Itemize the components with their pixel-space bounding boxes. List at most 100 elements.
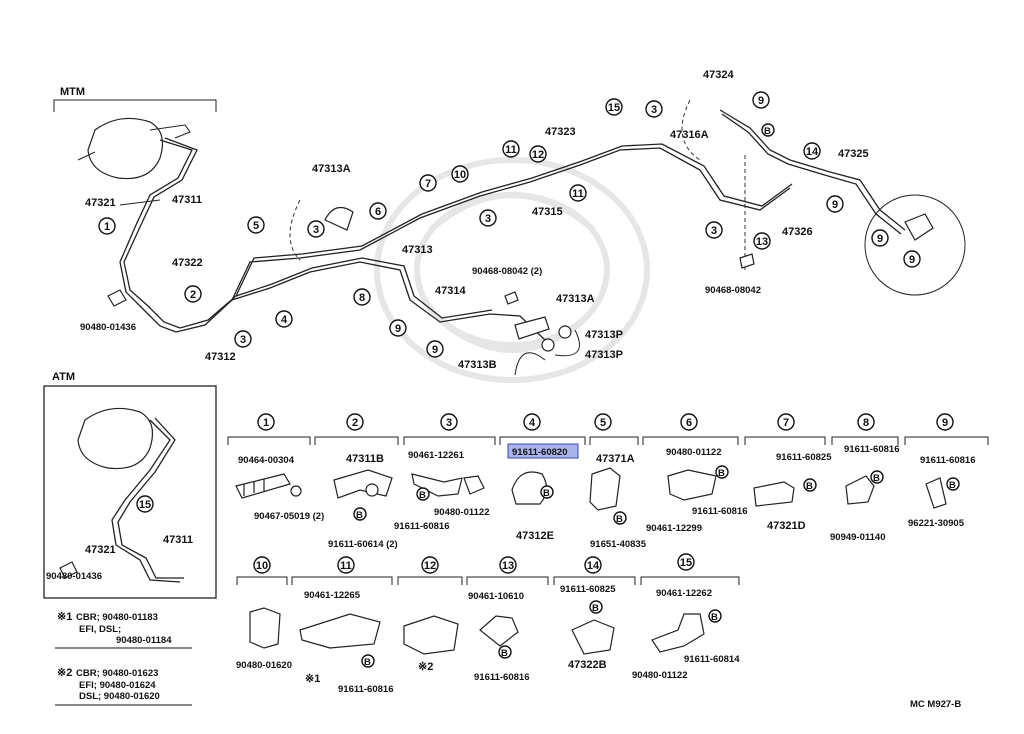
detail-row-2: 10 11 12 13 14 15 (236, 553, 740, 655)
callout-14: 14 (803, 142, 821, 160)
callout-9c: 9 (752, 91, 770, 109)
detail-callout-8: 8 (857, 413, 875, 431)
lbl-91611-60816-g6: 91611-60816 (692, 506, 747, 517)
svg-text:9: 9 (432, 344, 438, 356)
svg-text:※2: ※2 (57, 667, 72, 679)
lbl-91611-60814: 91611-60814 (684, 654, 740, 665)
detail-callout-5: 5 (594, 413, 612, 431)
svg-text:4: 4 (529, 417, 536, 429)
svg-text:CBR; 90480-01183: CBR; 90480-01183 (76, 612, 158, 623)
label-47313: 47313 (402, 244, 433, 256)
highlighted-part-number[interactable] (507, 443, 579, 459)
b-marks-row1: B B B B B B B B (353, 465, 960, 525)
atm-callout-15: 15 (136, 495, 154, 513)
svg-text:B: B (501, 648, 508, 659)
lbl-91611-60816-g11: 91611-60816 (338, 684, 393, 695)
callout-8: 8 (353, 288, 371, 306)
lbl-90461-12299: 90461-12299 (646, 523, 702, 534)
detail-callout-11: 11 (337, 556, 355, 574)
atm-section: ATM (43, 371, 217, 599)
atm-label-47311: 47311 (163, 534, 193, 546)
svg-text:3: 3 (446, 417, 452, 429)
atm-brake-booster (77, 407, 153, 470)
svg-text:8: 8 (359, 292, 365, 304)
mtm-section: MTM (53, 86, 217, 333)
callout-13: 13 (753, 232, 771, 250)
atm-label-90480-01436: 90480-01436 (46, 571, 102, 582)
svg-text:9: 9 (942, 417, 948, 429)
wheel-cylinder-rr (904, 213, 934, 241)
detail-callout-9: 9 (936, 413, 954, 431)
svg-text:B: B (949, 480, 956, 491)
lbl-91611-60816-g13: 91611-60816 (474, 672, 529, 683)
svg-text:11: 11 (572, 188, 584, 200)
notes: ※1 CBR; 90480-01183 EFI, DSL; 90480-0118… (55, 611, 192, 706)
callout-11b: 11 (569, 184, 587, 202)
svg-text:10: 10 (256, 560, 268, 572)
svg-text:12: 12 (424, 560, 436, 572)
clamp-part-1 (235, 473, 291, 499)
lbl-note2-mark: ※2 (418, 661, 433, 673)
svg-text:13: 13 (502, 560, 514, 572)
svg-text:B: B (616, 514, 623, 525)
svg-text:9: 9 (832, 199, 838, 211)
clamp-part-12 (403, 615, 459, 655)
svg-text:15: 15 (139, 499, 151, 511)
flex-hose-front (324, 206, 354, 231)
svg-text:3: 3 (651, 104, 657, 116)
svg-text:5: 5 (253, 220, 259, 232)
b-marks-row2: B B B B (361, 600, 722, 668)
lbl-90467-05019: 90467-05019 (2) (254, 511, 324, 522)
svg-text:B: B (592, 603, 599, 614)
lbl-90949-01140: 90949-01140 (830, 532, 885, 543)
clamp-part-8 (845, 475, 875, 505)
lbl-90464-00304: 90464-00304 (238, 455, 295, 466)
detail-callout-10: 10 (253, 556, 271, 574)
callout-6: 6 (369, 202, 387, 220)
svg-text:14: 14 (806, 146, 819, 158)
svg-text:B: B (806, 481, 813, 492)
svg-text:15: 15 (680, 557, 692, 569)
svg-text:15: 15 (608, 102, 620, 114)
svg-text:B: B (718, 468, 725, 479)
callout-10: 10 (451, 165, 469, 183)
atm-label-47321: 47321 (85, 544, 116, 556)
label-47316A: 47316A (670, 129, 709, 141)
callout-9f: 9 (903, 250, 921, 268)
svg-text:7: 7 (783, 417, 789, 429)
detail-row-1: 1 2 3 4 5 6 7 8 9 (227, 413, 989, 511)
callout-2: 2 (184, 285, 202, 303)
svg-text:B: B (764, 126, 771, 137)
svg-text:13: 13 (756, 236, 768, 248)
svg-text:9: 9 (909, 254, 915, 266)
clamp-part-13 (479, 615, 519, 647)
svg-text:B: B (711, 612, 718, 623)
label-90468-08042: 90468-08042 (705, 285, 761, 296)
callout-5: 5 (247, 216, 265, 234)
svg-text:6: 6 (686, 417, 692, 429)
svg-text:10: 10 (454, 169, 466, 181)
lbl-91611-60816-g8: 91611-60816 (844, 444, 899, 455)
clamp-90468-08042-2 (504, 291, 519, 305)
callout-4: 4 (275, 310, 293, 328)
callout-9d: 9 (826, 195, 844, 213)
lbl-47311B: 47311B (346, 453, 384, 465)
lbl-note1-mark: ※1 (305, 673, 320, 685)
detail-callout-1: 1 (257, 413, 275, 431)
svg-text:B: B (873, 473, 880, 484)
label-47313P-a: 47313P (585, 329, 623, 341)
lbl-47321D: 47321D (767, 520, 806, 532)
svg-text:4: 4 (281, 314, 288, 326)
svg-text:3: 3 (485, 213, 491, 225)
detail-callout-6: 6 (680, 413, 698, 431)
svg-text:2: 2 (352, 417, 358, 429)
lbl-47371A: 47371A (596, 453, 635, 465)
svg-text:5: 5 (600, 417, 606, 429)
callout-7: 7 (419, 174, 437, 192)
callout-9a: 9 (389, 319, 407, 337)
label-47311: 47311 (172, 194, 202, 206)
clamp-47371A (589, 467, 621, 511)
detail-callout-15: 15 (677, 553, 695, 571)
label-47313A-top: 47313A (312, 163, 351, 175)
brake-booster (87, 117, 163, 180)
